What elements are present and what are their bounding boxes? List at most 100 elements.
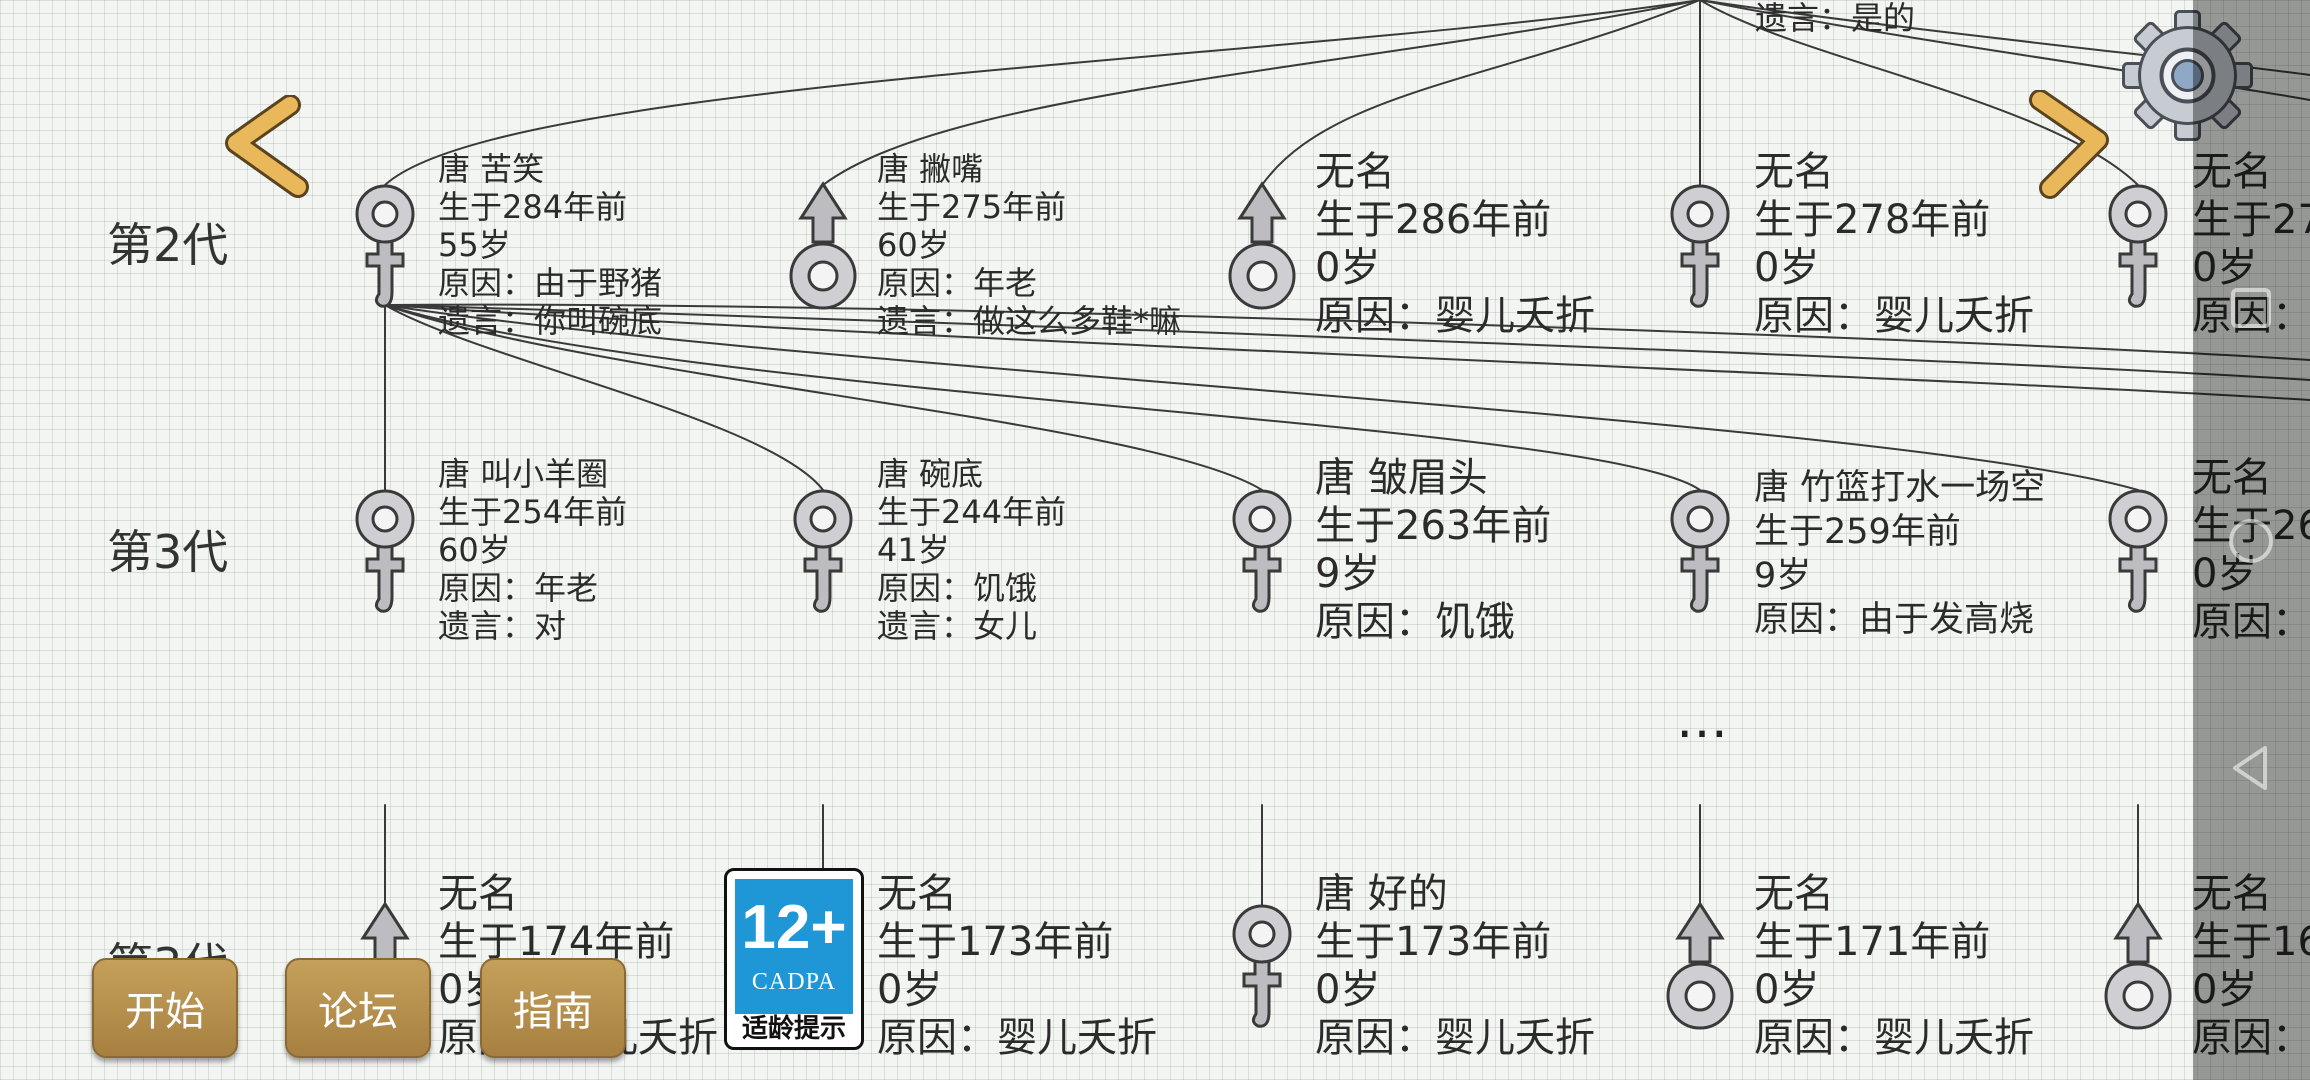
person-birth: 生于26 <box>2192 503 2310 549</box>
person-gender-icon[interactable] <box>1660 180 1740 315</box>
person-name: 唐 撇嘴 <box>877 150 984 188</box>
person-name: 唐 叫小羊圈 <box>438 455 609 493</box>
person-name: 无名 <box>1754 871 1834 917</box>
gear-icon[interactable] <box>2120 8 2255 143</box>
person-age: 0岁 <box>1315 967 1381 1013</box>
person-info[interactable]: 无名 生于286年前 0岁 原因：婴儿夭折 <box>1315 148 1595 340</box>
person-gender-icon[interactable] <box>783 180 863 315</box>
person-name: 唐 碗底 <box>877 455 984 493</box>
person-birth: 生于259年前 <box>1754 512 1961 552</box>
person-gender-icon[interactable] <box>783 485 863 620</box>
person-gender-icon[interactable] <box>2098 180 2178 315</box>
age-rating-badge: 12+ CADPA 适龄提示 <box>724 868 864 1050</box>
female-symbol-icon <box>1232 489 1292 613</box>
age-rating-panel: 12+ CADPA <box>735 879 853 1014</box>
person-gender-icon[interactable] <box>2098 485 2178 620</box>
person-name: 无名 <box>877 871 957 917</box>
person-age: 0岁 <box>1754 967 1820 1013</box>
person-name: 无名 <box>438 871 518 917</box>
person-cause: 原因：由于发高烧 <box>1754 600 2035 640</box>
circle-home-icon[interactable] <box>2223 513 2279 569</box>
person-age: 0岁 <box>1754 245 1820 291</box>
person-age: 41岁 <box>877 531 950 569</box>
male-symbol-icon <box>1666 901 1734 1030</box>
person-cause: 原因：婴儿夭折 <box>1754 293 2034 339</box>
age-rating-org: CADPA <box>751 969 837 995</box>
person-birth: 生于174年前 <box>438 919 675 965</box>
person-cause: 原因：婴儿夭折 <box>877 1015 1157 1061</box>
person-info[interactable]: 无名 生于26 0岁 原因： <box>2192 454 2310 646</box>
person-info[interactable]: 无名 生于278年前 0岁 原因：婴儿夭折 <box>1754 148 2034 340</box>
person-name: 唐 好的 <box>1315 871 1448 917</box>
person-birth: 生于16 <box>2192 919 2310 965</box>
system-nav-bar <box>2193 0 2310 1080</box>
person-age: 0岁 <box>1315 245 1381 291</box>
person-gender-icon[interactable] <box>1222 900 1302 1035</box>
person-birth: 生于278年前 <box>1754 197 1991 243</box>
person-info[interactable]: 无名 生于16 0岁 原因： <box>2192 870 2310 1062</box>
person-age: 0岁 <box>2192 967 2258 1013</box>
person-info[interactable]: 唐 苦笑 生于284年前 55岁 原因：由于野猪 遗言：你叫碗底 <box>438 150 662 340</box>
person-name: 唐 苦笑 <box>438 150 545 188</box>
person-last-words: 遗言：对 <box>438 607 567 645</box>
female-symbol-icon <box>1670 489 1730 613</box>
triangle-back-icon[interactable] <box>2223 740 2279 796</box>
person-cause: 原因：婴儿夭折 <box>1315 293 1595 339</box>
person-gender-icon[interactable] <box>1660 485 1740 620</box>
person-info[interactable]: 唐 好的 生于173年前 0岁 原因：婴儿夭折 <box>1315 870 1595 1062</box>
person-gender-icon[interactable] <box>345 180 425 315</box>
person-gender-icon[interactable] <box>1660 900 1740 1035</box>
person-info[interactable]: 无名 生于27 0岁 原因： <box>2192 148 2310 340</box>
person-age: 0岁 <box>2192 245 2258 291</box>
female-symbol-icon <box>1670 184 1730 308</box>
person-last-words: 遗言：做这么多鞋*嘛 <box>877 302 1182 340</box>
start-button[interactable]: 开始 <box>92 958 238 1058</box>
person-name: 无名 <box>2192 455 2272 501</box>
square-recents-icon[interactable] <box>2223 280 2279 336</box>
person-info[interactable]: 唐 竹篮打水一场空 生于259年前 9岁 原因：由于发高烧 <box>1754 466 2045 642</box>
person-name: 无名 <box>2192 871 2272 917</box>
male-symbol-icon <box>2104 901 2172 1030</box>
person-birth: 生于263年前 <box>1315 503 1552 549</box>
person-cause: 原因： <box>2192 1015 2310 1061</box>
person-name: 无名 <box>1754 149 1834 195</box>
female-symbol-icon <box>2108 184 2168 308</box>
person-cause: 原因： <box>2192 293 2310 339</box>
person-info[interactable]: 唐 撇嘴 生于275年前 60岁 原因：年老 遗言：做这么多鞋*嘛 <box>877 150 1181 340</box>
person-age: 60岁 <box>438 531 511 569</box>
person-gender-icon[interactable] <box>2098 900 2178 1035</box>
person-info[interactable]: 唐 皱眉头 生于263年前 9岁 原因：饥饿 <box>1315 454 1551 646</box>
person-birth: 生于275年前 <box>877 188 1067 226</box>
person-name: 唐 竹篮打水一场空 <box>1754 468 2046 508</box>
generation-label: 第2代 <box>107 218 229 272</box>
person-info[interactable]: 唐 碗底 生于244年前 41岁 原因：饥饿 遗言：女儿 <box>877 455 1066 645</box>
guide-button[interactable]: 指南 <box>480 958 626 1058</box>
chevron-right-icon[interactable] <box>2020 90 2115 200</box>
person-last-words: 遗言：你叫碗底 <box>438 302 663 340</box>
person-gender-icon[interactable] <box>1222 180 1302 315</box>
forum-button[interactable]: 论坛 <box>285 958 431 1058</box>
female-symbol-icon <box>2108 489 2168 613</box>
person-birth: 生于244年前 <box>877 493 1067 531</box>
person-name: 唐 皱眉头 <box>1315 455 1488 501</box>
person-name: 无名 <box>2192 149 2272 195</box>
person-birth: 生于173年前 <box>1315 919 1552 965</box>
person-cause: 原因：婴儿夭折 <box>1754 1015 2034 1061</box>
person-age: 9岁 <box>1315 551 1381 597</box>
generation-label: 第3代 <box>107 525 229 579</box>
person-cause: 原因：婴儿夭折 <box>1315 1015 1595 1061</box>
chevron-left-icon[interactable] <box>218 95 313 200</box>
person-gender-icon[interactable] <box>1222 485 1302 620</box>
last-words-note: 遗言：是的 <box>1755 0 1916 37</box>
person-info[interactable]: 无名 生于171年前 0岁 原因：婴儿夭折 <box>1754 870 2034 1062</box>
person-info[interactable]: 无名 生于173年前 0岁 原因：婴儿夭折 <box>877 870 1157 1062</box>
person-age: 9岁 <box>1754 556 1812 596</box>
person-age: 0岁 <box>877 967 943 1013</box>
person-birth: 生于254年前 <box>438 493 628 531</box>
person-info[interactable]: 唐 叫小羊圈 生于254年前 60岁 原因：年老 遗言：对 <box>438 455 627 645</box>
female-symbol-icon <box>355 489 415 613</box>
female-symbol-icon <box>1232 904 1292 1028</box>
person-gender-icon[interactable] <box>345 485 425 620</box>
person-last-words: 遗言：女儿 <box>877 607 1038 645</box>
